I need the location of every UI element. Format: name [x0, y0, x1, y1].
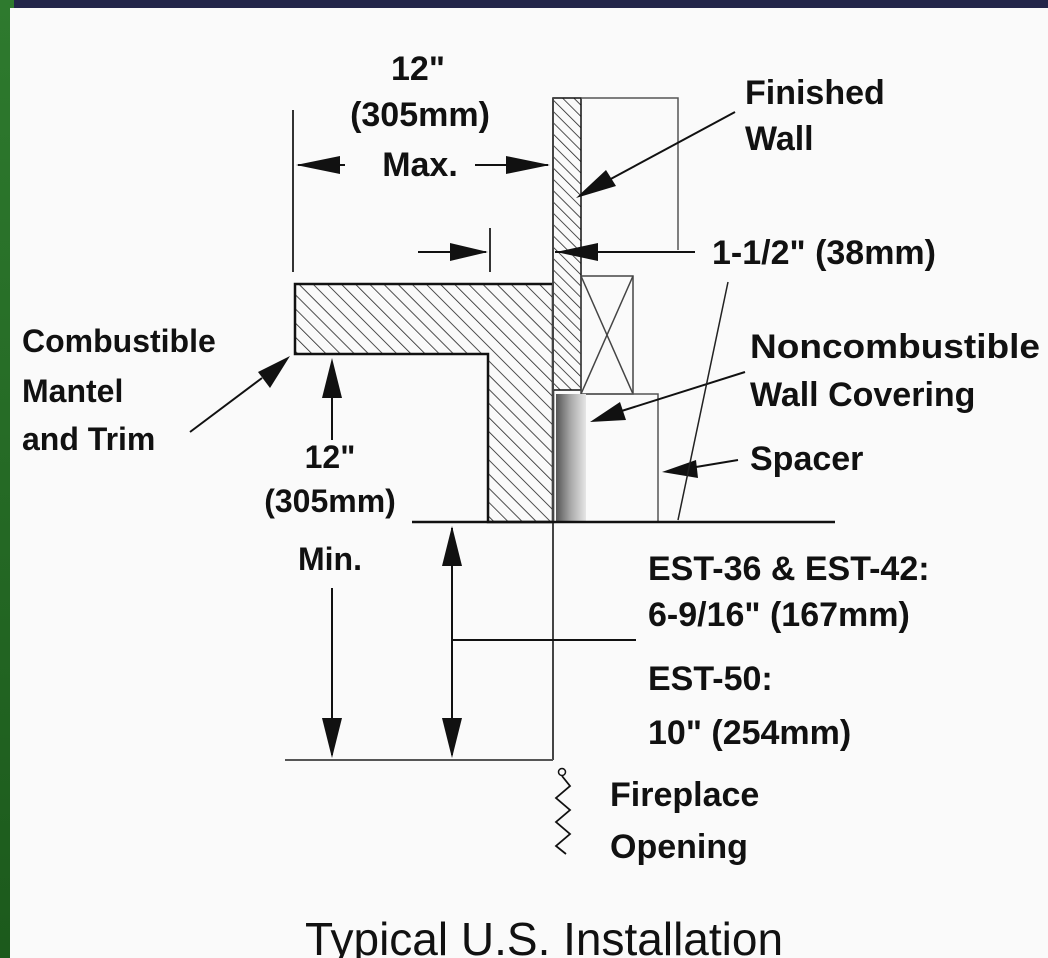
- noncombustible-covering: [556, 394, 586, 522]
- gap-dim-arrowhead: [556, 243, 598, 261]
- spacer-diagonal: [677, 281, 729, 521]
- noncombustible-label-1: Noncombustible: [750, 328, 1040, 366]
- gap-dim-label: 1-1/2" (38mm): [712, 234, 936, 272]
- top-dim-text-mask: [345, 150, 475, 180]
- clearance-dim-down-arrowhead: [442, 718, 462, 758]
- left-dim-min: Min.: [298, 541, 362, 577]
- diagram-caption: Typical U.S. Installation: [305, 913, 783, 958]
- mantel-arrowhead: [258, 356, 290, 388]
- fireplace-pin: [557, 767, 567, 777]
- finished-wall-arrowhead: [576, 170, 616, 198]
- mantel-offset-arrowhead: [450, 243, 488, 261]
- mantel-leader: [189, 377, 263, 433]
- est36-label-1: EST-36 & EST-42:: [648, 550, 930, 588]
- clearance-dim-up-arrowhead: [442, 526, 462, 566]
- finished-wall-strip: [552, 97, 582, 391]
- noncombustible-outline: [586, 393, 659, 522]
- fireplace-label-2: Opening: [610, 828, 748, 866]
- mantel-label-2: Mantel: [22, 373, 123, 409]
- left-dim-down-arrowhead: [322, 718, 342, 758]
- top-dim-left-arrowhead: [296, 156, 340, 174]
- left-dim-up-arrowhead: [322, 358, 342, 398]
- top-dim-max: Max.: [382, 146, 458, 184]
- left-dim-mm: (305mm): [264, 483, 396, 519]
- finished-wall-label-1: Finished: [745, 74, 885, 112]
- framing-x-2: [580, 275, 634, 395]
- mantel-label-3: and Trim: [22, 421, 155, 457]
- mantel-label-1: Combustible: [22, 323, 216, 359]
- est36-label-2: 6-9/16" (167mm): [648, 596, 910, 634]
- top-dim-inches: 12": [391, 50, 445, 88]
- est50-label-2: 10" (254mm): [648, 714, 851, 752]
- finished-wall-label-2: Wall: [745, 120, 814, 158]
- noncombustible-leader: [611, 371, 746, 415]
- noncombustible-arrowhead: [590, 402, 626, 422]
- finished-wall-leader: [593, 111, 736, 189]
- fireplace-squiggle: [554, 775, 572, 855]
- spacer-arrowhead: [662, 460, 698, 478]
- top-dim-right-arrowhead: [506, 156, 550, 174]
- spacer-label: Spacer: [750, 440, 863, 478]
- noncombustible-label-2: Wall Covering: [750, 376, 975, 414]
- fireplace-label-1: Fireplace: [610, 776, 759, 814]
- finished-wall-outline: [581, 97, 679, 250]
- top-dim-mm: (305mm): [350, 96, 490, 134]
- left-dim-inches: 12": [305, 439, 356, 475]
- est50-label-1: EST-50:: [648, 660, 773, 698]
